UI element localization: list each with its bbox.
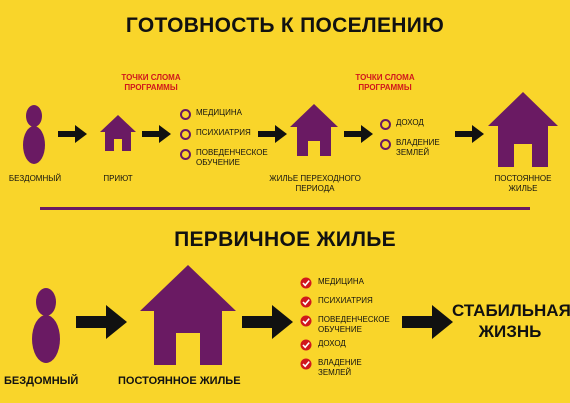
option-text: ПОВЕДЕНЧЕСКОЕ ОБУЧЕНИЕ [196,148,268,167]
circle-bullet-icon [380,119,391,130]
circle-bullet-icon [180,109,191,120]
top-shelter-label: ПРИЮТ [103,174,133,183]
top-section-title: ГОТОВНОСТЬ К ПОСЕЛЕНИЮ [125,14,445,37]
top-permanent-label: ПОСТОЯННОЕ ЖИЛЬЕ [494,174,552,193]
arrow-icon [242,305,293,339]
check-circle-icon [300,276,312,294]
breakpoint-label-1: ТОЧКИ СЛОМА ПРОГРАММЫ [121,73,181,92]
arrow-icon [58,125,87,143]
option-text: ДОХОД [396,118,424,127]
arrow-icon [402,305,453,339]
arrow-icon [455,125,484,143]
permanent-house-icon [140,265,236,365]
check-circle-icon [300,338,312,356]
breakpoint-label-2: ТОЧКИ СЛОМА ПРОГРАММЫ [355,73,415,92]
checklist-text: ДОХОД [318,339,346,348]
check-circle-icon [300,357,312,375]
arrow-icon [258,125,287,143]
checklist-text: МЕДИЦИНА [318,277,364,286]
outcome-label: СТАБИЛЬНАЯ ЖИЗНЬ [452,301,570,341]
shelter-house-icon [100,115,136,151]
top-homeless-label: БЕЗДОМНЫЙ [8,174,62,183]
option-text: ПСИХИАТРИЯ [196,128,251,137]
circle-bullet-icon [180,129,191,140]
arrow-icon [142,125,171,143]
option-text: ВЛАДЕНИЕ ЗЕМЛЕЙ [396,138,440,157]
top-transitional-label: ЖИЛЬЕ ПЕРЕХОДНОГО ПЕРИОДА [269,174,361,193]
circle-bullet-icon [380,139,391,150]
option-text: МЕДИЦИНА [196,108,242,117]
circle-bullet-icon [180,149,191,160]
check-circle-icon [300,295,312,313]
check-circle-icon [300,314,312,332]
transitional-house-icon [290,104,338,156]
bottom-section-title: ПЕРВИЧНОЕ ЖИЛЬЕ [174,228,396,251]
bottom-homeless-label: БЕЗДОМНЫЙ [4,375,79,387]
section-divider [40,207,530,210]
checklist-text: ПСИХИАТРИЯ [318,296,373,305]
bottom-permanent-label: ПОСТОЯННОЕ ЖИЛЬЕ [118,375,241,387]
checklist-text: ПОВЕДЕНЧЕСКОЕ ОБУЧЕНИЕ [318,315,390,334]
homeless-person-icon [23,105,45,164]
arrow-icon [344,125,373,143]
permanent-house-icon [488,92,558,167]
arrow-icon [76,305,127,339]
homeless-person-icon [32,288,60,363]
checklist-text: ВЛАДЕНИЕ ЗЕМЛЕЙ [318,358,362,377]
